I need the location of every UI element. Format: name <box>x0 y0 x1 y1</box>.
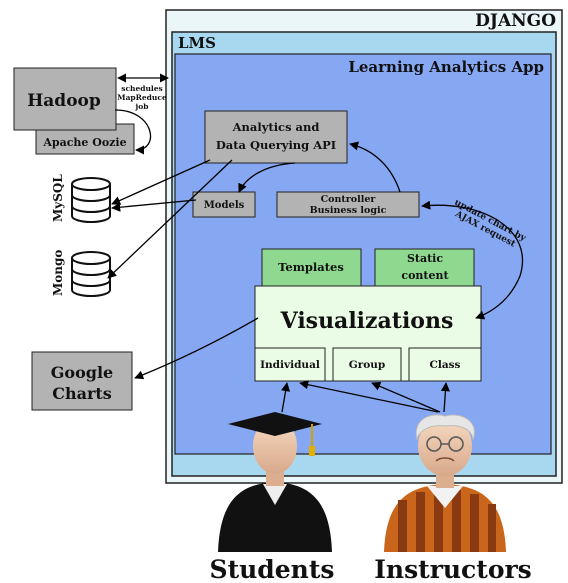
group-label: Group <box>349 359 385 371</box>
lms-label: LMS <box>178 34 216 52</box>
google-charts-line-1: Google <box>51 363 113 382</box>
class-label: Class <box>430 359 461 371</box>
static-content-box: Static content <box>374 248 475 287</box>
student-figure-icon <box>218 412 332 552</box>
group-box: Group <box>332 347 402 382</box>
oozie-schedule-arrow <box>114 109 152 155</box>
oozie-note-line-3: job <box>135 102 149 111</box>
instructor-class-arrow <box>440 382 450 413</box>
models-box: Models <box>192 191 256 218</box>
api-box: Analytics and Data Querying API <box>204 110 348 164</box>
mysql-database-icon <box>71 177 111 223</box>
class-box: Class <box>408 347 482 382</box>
individual-box: Individual <box>254 347 326 382</box>
templates-box: Templates <box>261 248 362 287</box>
models-label: Models <box>204 200 245 211</box>
mysql-label: MySQL <box>51 174 65 222</box>
api-line-1: Analytics and <box>232 120 320 134</box>
viz-google-charts-arrow <box>134 317 259 380</box>
visualizations-label: Visualizations <box>280 308 454 334</box>
app-label: Learning Analytics App <box>348 58 544 76</box>
instructor-figure-icon <box>384 414 506 552</box>
models-mysql-arrow <box>111 199 197 212</box>
static-content-line-1: Static <box>407 252 443 265</box>
ajax-arrow <box>421 200 523 320</box>
individual-label: Individual <box>260 359 320 371</box>
django-label: DJANGO <box>475 11 556 31</box>
templates-label: Templates <box>278 260 344 274</box>
controller-api-arrow <box>349 141 401 193</box>
hadoop-box: Hadoop <box>13 67 117 131</box>
oozie-label: Apache Oozie <box>42 136 126 149</box>
mongo-database-icon <box>71 251 111 297</box>
api-models-arrow <box>238 162 296 193</box>
hadoop-label: Hadoop <box>27 91 101 111</box>
student-individual-arrow <box>281 382 291 413</box>
controller-box: Controller Business logic <box>276 191 420 218</box>
google-charts-line-2: Charts <box>52 384 112 403</box>
google-charts-box: Google Charts <box>31 351 133 411</box>
oozie-note-line-1: schedules <box>121 84 163 93</box>
oozie-note-line-2: MapReduce <box>117 93 167 102</box>
instructors-label: Instructors <box>374 555 532 583</box>
instructor-group-arrow <box>371 382 441 413</box>
controller-line-1: Controller <box>321 194 377 205</box>
connectors <box>107 73 523 413</box>
mongo-label: Mongo <box>51 250 65 296</box>
oozie-note: schedules MapReduce job <box>117 84 167 111</box>
controller-line-2: Business logic <box>310 205 387 216</box>
api-mongo-arrow <box>107 159 233 279</box>
instructor-individual-arrow <box>299 380 439 413</box>
static-content-line-2: content <box>401 269 449 282</box>
students-label: Students <box>210 555 335 583</box>
api-line-2: Data Querying API <box>216 138 336 152</box>
api-mysql-arrow <box>111 159 211 205</box>
